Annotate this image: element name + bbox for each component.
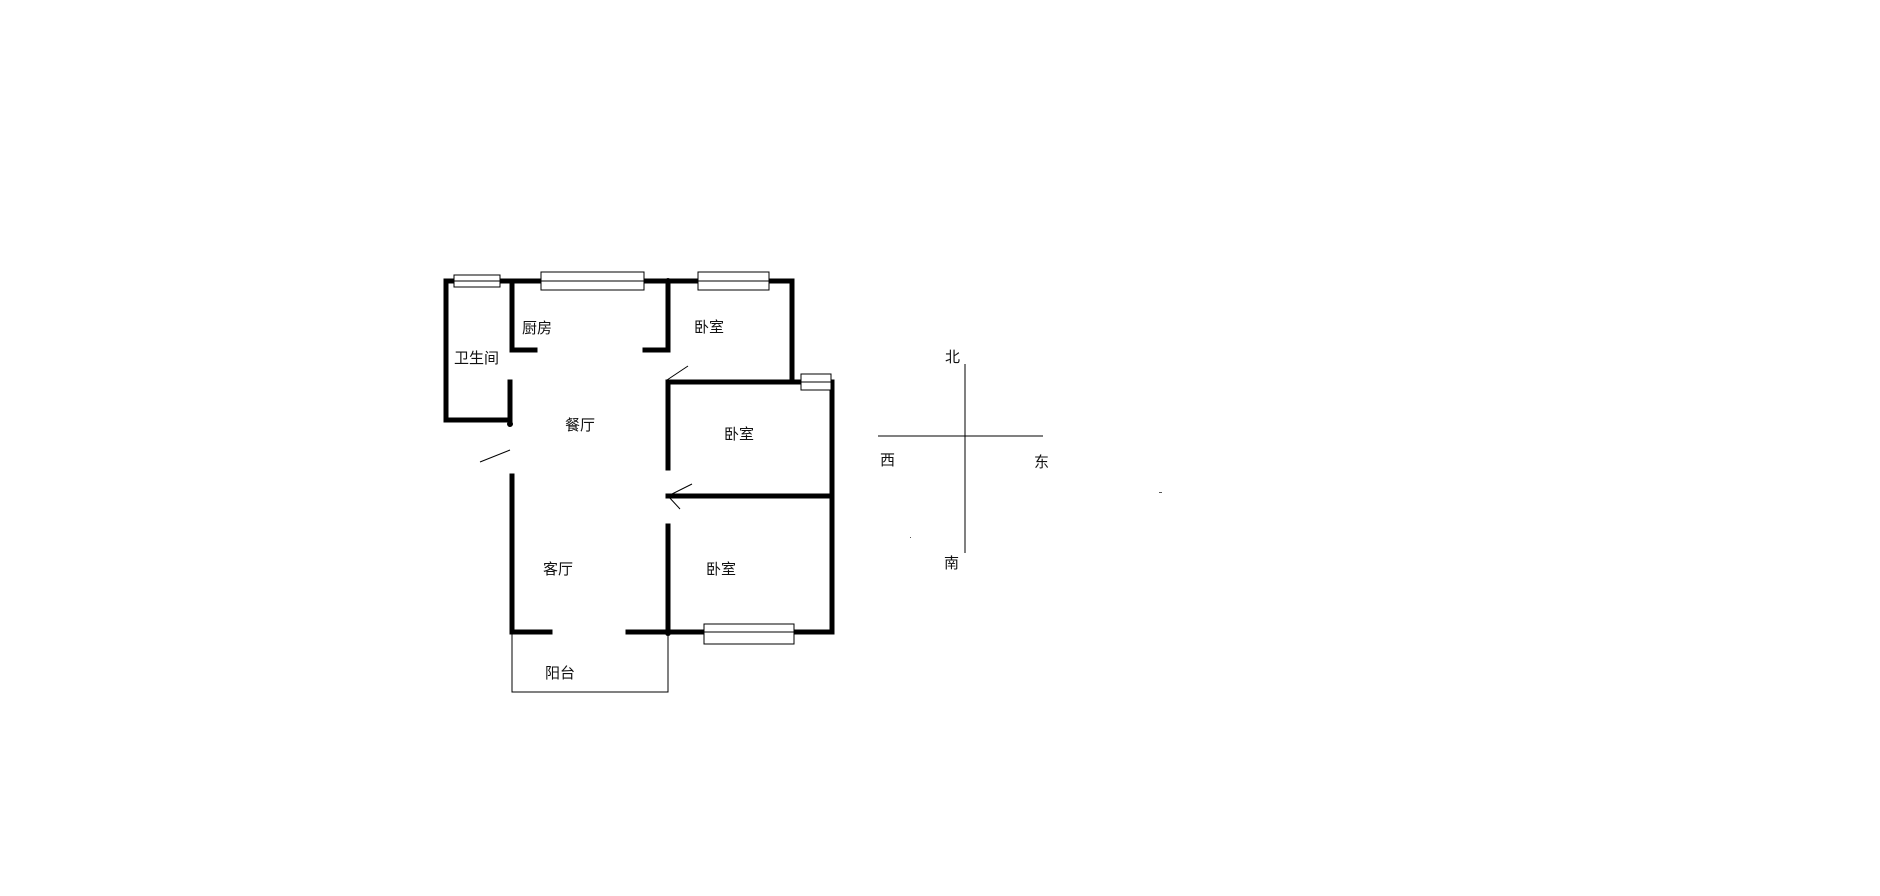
door-swing-bedroom-middle xyxy=(667,483,693,497)
windows xyxy=(453,271,832,645)
doors xyxy=(479,365,693,510)
door-swing-bathroom xyxy=(479,449,511,463)
door-swing-bedroom-south xyxy=(667,495,681,510)
room-label-kitchen: 厨房 xyxy=(522,319,552,337)
stray-dot xyxy=(910,537,911,538)
compass: 北 南 西 东 xyxy=(878,348,1049,572)
compass-north-label: 北 xyxy=(945,348,960,366)
room-label-dining: 餐厅 xyxy=(565,416,595,434)
compass-south-label: 南 xyxy=(944,554,959,572)
window-bedroom-south xyxy=(703,623,795,645)
wall-junctions xyxy=(507,278,671,636)
room-label-balcony: 阳台 xyxy=(545,664,575,682)
junction-dot xyxy=(665,630,671,636)
room-label-bedroom-south: 卧室 xyxy=(706,560,736,578)
junction-dot xyxy=(507,421,513,427)
room-labels: 卫生间 厨房 卧室 餐厅 卧室 客厅 卧室 阳台 xyxy=(454,318,754,682)
room-label-bedroom-middle: 卧室 xyxy=(724,425,754,443)
room-label-bathroom: 卫生间 xyxy=(454,349,499,367)
room-label-bedroom-north: 卧室 xyxy=(694,318,724,336)
junction-dot xyxy=(665,278,671,284)
room-label-living: 客厅 xyxy=(543,560,573,578)
door-swing-bedroom-north xyxy=(666,365,689,381)
stray-dot xyxy=(1159,492,1162,493)
compass-east-label: 东 xyxy=(1034,453,1049,471)
balcony-outline xyxy=(511,634,669,693)
compass-west-label: 西 xyxy=(880,451,895,469)
walls xyxy=(443,278,835,635)
